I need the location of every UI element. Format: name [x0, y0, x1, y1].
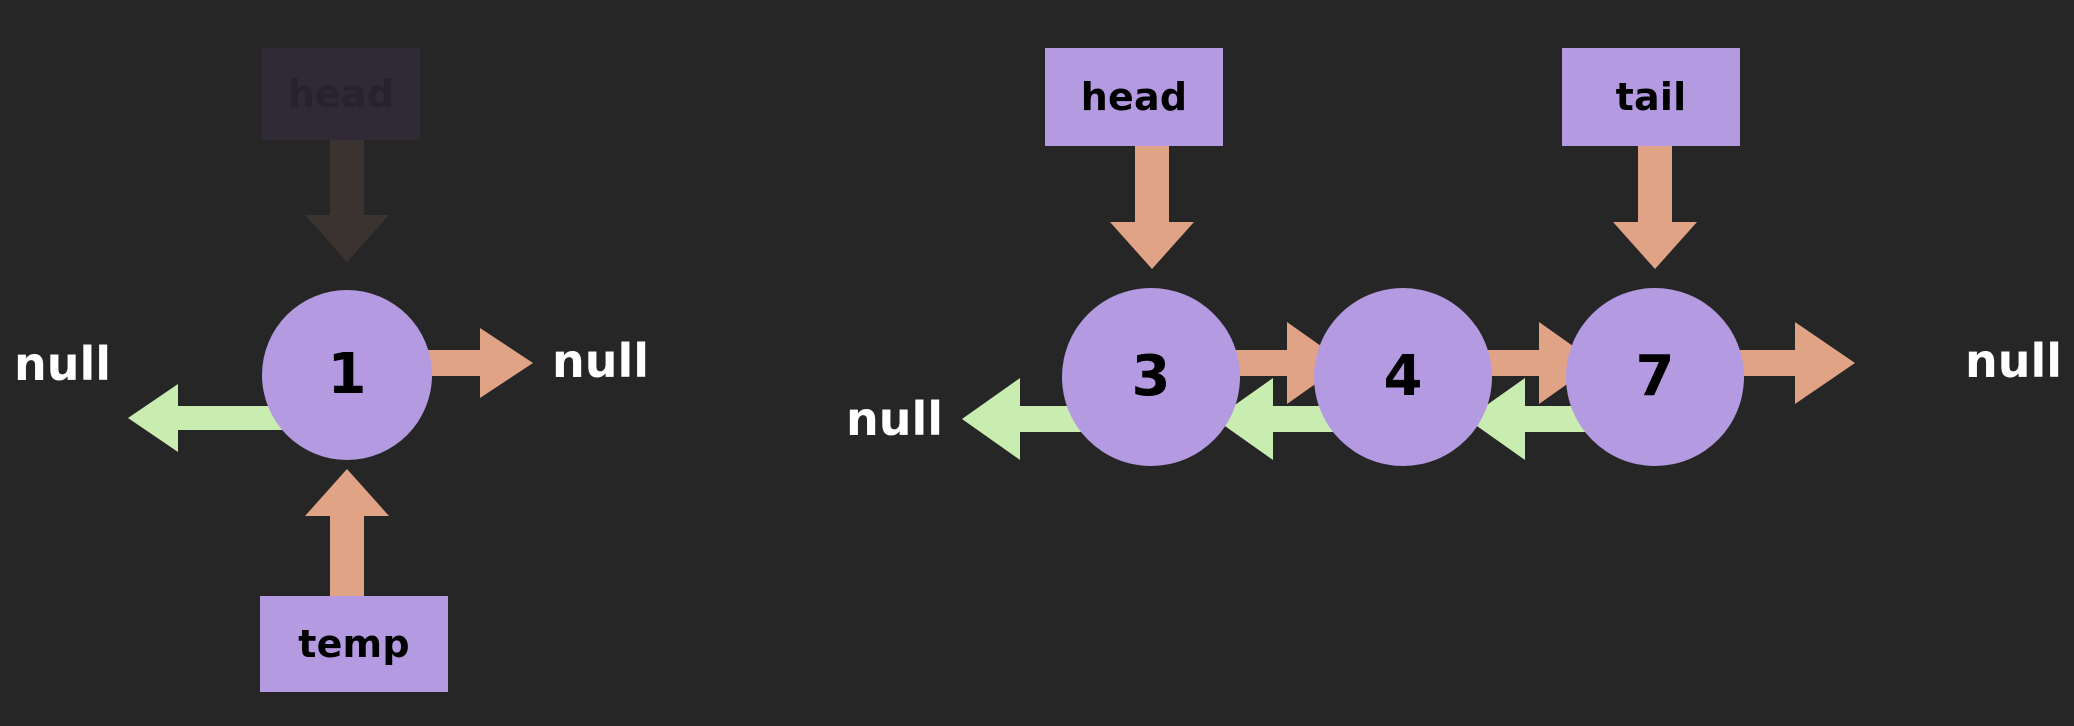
arrow-head-to-node3 [1110, 135, 1194, 269]
null-label-right-group-next: null [1965, 334, 2063, 388]
node-4[interactable]: 4 [1314, 288, 1492, 466]
pointer-box-temp-label: temp [298, 622, 410, 666]
pointer-box-head-faded[interactable]: head [262, 48, 420, 140]
pointer-box-temp[interactable]: temp [260, 596, 448, 692]
node-1[interactable]: 1 [262, 290, 432, 460]
arrow-tail-to-node7 [1613, 135, 1697, 269]
node-4-value: 4 [1383, 344, 1423, 409]
arrow-head-to-node1-faded [305, 128, 389, 262]
null-label-right-group-prev: null [846, 392, 944, 446]
node-7[interactable]: 7 [1566, 288, 1744, 466]
pointer-box-head-faded-label: head [287, 72, 395, 116]
pointer-box-tail[interactable]: tail [1562, 48, 1740, 146]
node-3[interactable]: 3 [1062, 288, 1240, 466]
node-1-value: 1 [327, 342, 367, 407]
pointer-box-head[interactable]: head [1045, 48, 1223, 146]
pointer-box-tail-label: tail [1615, 75, 1687, 119]
pointer-box-head-label: head [1080, 75, 1188, 119]
null-label-left-group-next: null [552, 334, 650, 388]
node-7-value: 7 [1635, 344, 1675, 409]
node-3-value: 3 [1131, 344, 1171, 409]
null-label-left-group-prev: null [14, 337, 112, 391]
arrow-temp-to-node1 [305, 469, 389, 606]
